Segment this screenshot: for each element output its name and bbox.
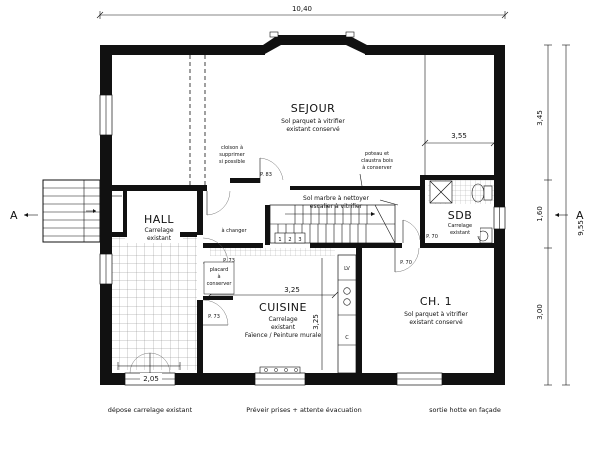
interior-walls bbox=[112, 175, 494, 373]
dim-right-bottom: 3,00 bbox=[536, 304, 544, 320]
section-marker-right: A bbox=[555, 209, 584, 222]
annotation-placard: placard à conserver bbox=[203, 261, 235, 295]
section-label-left: A bbox=[10, 209, 18, 222]
sejour-note-1: Sol parquet à vitrifier bbox=[281, 118, 345, 125]
marbre-line-1: Sol marbre à nettoyer bbox=[303, 195, 369, 202]
cloison-line-1: cloison à bbox=[221, 144, 243, 151]
footer-notes: dépose carrelage existant Préveir prises… bbox=[108, 406, 501, 414]
poteau-line-3: à conserver bbox=[362, 164, 392, 171]
footer-note-middle: Préveir prises + attente évacuation bbox=[246, 406, 361, 414]
stair-step-1: 1 bbox=[278, 237, 281, 243]
dim-right-top: 3,45 bbox=[536, 110, 544, 126]
hall-note-1: Carrelage bbox=[144, 227, 173, 234]
dimension-top: 10,40 bbox=[96, 5, 509, 19]
dim-cuisine-width: 3,25 bbox=[284, 286, 300, 294]
door-labels: P. 83 P. 73 P. 73 P. 70 P. 70 bbox=[208, 172, 438, 320]
cuisine-title: CUISINE bbox=[259, 301, 307, 314]
stair-step-2: 2 bbox=[288, 237, 291, 243]
windows bbox=[99, 94, 506, 386]
ch1-note-2: existant conservé bbox=[409, 319, 463, 326]
stair-step-3: 3 bbox=[298, 237, 301, 243]
removable-partition bbox=[189, 55, 206, 185]
door-label-p70-ch1: P. 70 bbox=[400, 260, 412, 266]
annotation-marbre: Sol marbre à nettoyer escalier à vitrifi… bbox=[303, 195, 399, 210]
cloison-line-3: si possible bbox=[219, 159, 245, 165]
room-sdb: SDB Carrelage existant bbox=[440, 208, 480, 236]
sejour-note-2: existant conservé bbox=[286, 126, 340, 133]
footer-note-left: dépose carrelage existant bbox=[108, 406, 193, 414]
staircase: 1 2 3 bbox=[269, 204, 396, 244]
c-label: C bbox=[345, 335, 349, 341]
door-label-p73-lower: P. 73 bbox=[208, 314, 220, 320]
sejour-dimension: 3,55 bbox=[421, 55, 498, 175]
kitchen-counter: LV C bbox=[337, 254, 357, 374]
room-ch1: CH. 1 Sol parquet à vitrifier existant c… bbox=[404, 295, 468, 326]
annotation-poteau: poteau et claustra bois à conserver bbox=[359, 151, 393, 187]
dim-cuisine-height: 3,25 bbox=[312, 314, 320, 330]
cloison-line-2: supprimer bbox=[219, 152, 246, 158]
footer-note-right: sortie hotte en façade bbox=[429, 406, 501, 414]
sdb-note-1: Carrelage bbox=[448, 223, 472, 229]
hall-title: HALL bbox=[144, 213, 174, 226]
dim-hall-window: 2,05 bbox=[143, 375, 159, 383]
sejour-title: SEJOUR bbox=[291, 102, 336, 115]
section-marker-left: A bbox=[10, 209, 38, 222]
placard-line-3: conserver bbox=[207, 281, 233, 287]
section-label-right: A bbox=[576, 209, 584, 222]
door-label-p83: P. 83 bbox=[260, 172, 272, 178]
room-cuisine: CUISINE Carrelage existant Faïence / Pei… bbox=[245, 301, 322, 339]
ch1-note-1: Sol parquet à vitrifier bbox=[404, 311, 468, 318]
ch1-title: CH. 1 bbox=[420, 295, 452, 308]
dimension-right-inner: 3,45 1,60 3,00 bbox=[536, 44, 552, 386]
doors bbox=[112, 157, 421, 374]
entrance-steps bbox=[42, 179, 101, 243]
changer-label: à changer bbox=[221, 227, 247, 234]
hall-tiles bbox=[112, 243, 197, 370]
cuisine-note-1: Carrelage bbox=[268, 316, 297, 323]
sdb-title: SDB bbox=[448, 209, 473, 222]
dim-total-width: 10,40 bbox=[292, 5, 312, 13]
annotation-cloison: cloison à supprimer si possible bbox=[219, 144, 246, 165]
room-sejour: SEJOUR Sol parquet à vitrifier existant … bbox=[281, 102, 345, 133]
cuisine-note-2: existant bbox=[271, 324, 296, 331]
annotation-changer: à changer bbox=[221, 227, 247, 234]
kitchen-window-sill bbox=[259, 366, 301, 374]
dim-total-height: 9,55 bbox=[577, 220, 585, 236]
bay-window bbox=[269, 31, 359, 47]
kitchen-dimensions: 3,25 3,25 2,05 bbox=[117, 258, 339, 383]
placard-line-1: placard bbox=[210, 267, 229, 273]
lv-label: LV bbox=[344, 266, 350, 272]
room-hall: HALL Carrelage existant bbox=[138, 213, 180, 243]
door-label-p70-sdb: P. 70 bbox=[426, 234, 438, 240]
dim-sejour-inner: 3,55 bbox=[451, 132, 467, 140]
door-label-p73-upper: P. 73 bbox=[223, 258, 235, 264]
dim-right-mid: 1,60 bbox=[536, 206, 544, 222]
marbre-line-2: escalier à vitrifier bbox=[310, 203, 363, 210]
placard-line-2: à bbox=[217, 273, 220, 280]
cuisine-note-3: Faïence / Peinture murale bbox=[245, 332, 322, 339]
hall-note-2: existant bbox=[147, 235, 172, 242]
poteau-line-2: claustra bois bbox=[361, 158, 393, 164]
sdb-note-2: existant bbox=[450, 230, 470, 236]
poteau-line-1: poteau et bbox=[365, 151, 389, 157]
